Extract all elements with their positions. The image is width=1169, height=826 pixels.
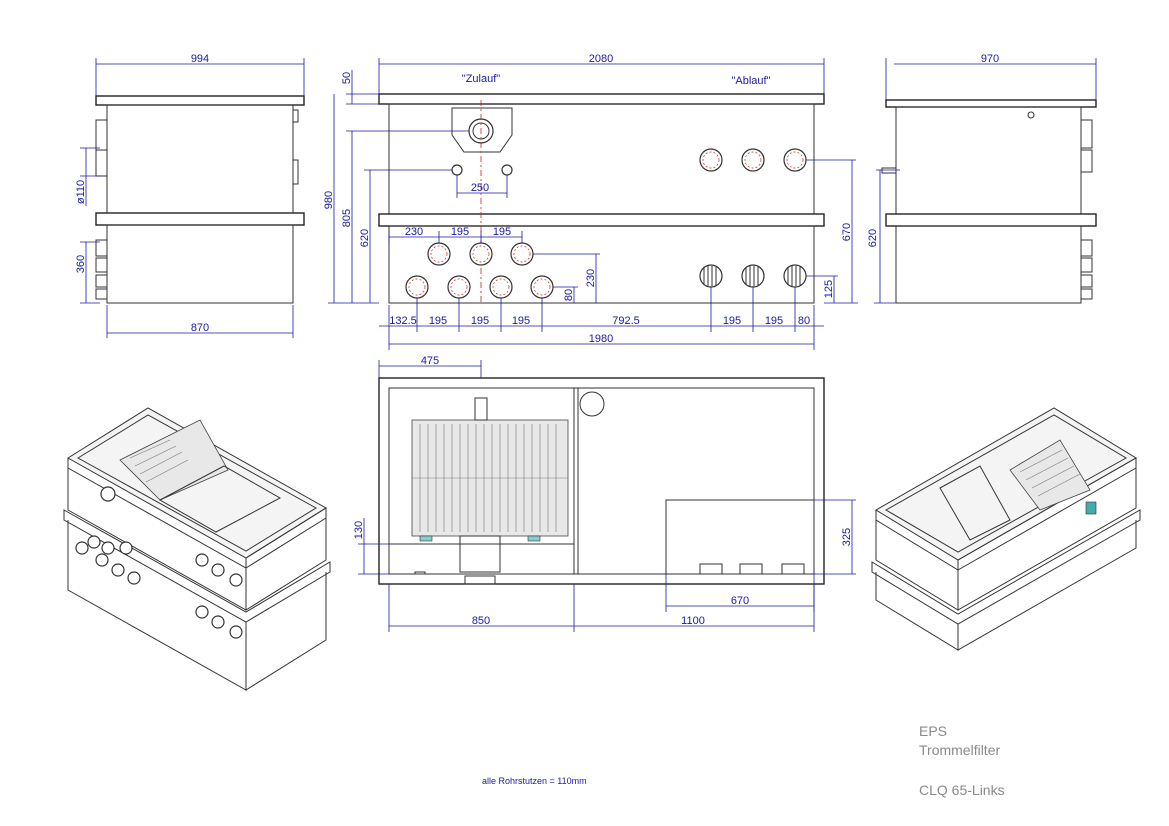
dim-110: ø110: [75, 180, 87, 204]
title-line-1: EPS: [919, 723, 948, 739]
dim-325: 325: [841, 528, 853, 546]
dim-805: 805: [341, 209, 353, 227]
dim-250: 250: [471, 182, 489, 194]
left-side-view: 994 ø110 360 870: [75, 53, 305, 338]
dim-360: 360: [75, 255, 87, 273]
chain-195-3: 195: [512, 315, 530, 327]
dim-50: 50: [341, 72, 353, 84]
dim-620-front: 620: [359, 229, 371, 247]
dim-980: 980: [323, 191, 335, 209]
chain-195-4: 195: [723, 315, 741, 327]
section-view: 475 130 325 670 850 1100: [353, 355, 856, 632]
chain-792-5: 792.5: [612, 315, 640, 327]
dim-230-v: 230: [585, 269, 597, 287]
dim-670-sec: 670: [731, 595, 749, 607]
title-line-3: CLQ 65-Links: [919, 782, 1005, 798]
dim-870: 870: [191, 322, 209, 334]
iso-view-left: [63, 407, 331, 691]
dim-130: 130: [353, 521, 365, 539]
dim-2080: 2080: [589, 53, 613, 65]
dim-125: 125: [823, 280, 835, 298]
inlet-label: "Zulauf": [462, 73, 500, 85]
dim-475: 475: [421, 355, 439, 367]
pipe-note: alle Rohrstutzen = 110mm: [482, 776, 587, 786]
iso-view-right: [871, 407, 1141, 651]
dim-620-right: 620: [867, 229, 879, 247]
chain-195-5: 195: [765, 315, 783, 327]
dim-670-v: 670: [841, 223, 853, 241]
dim-970: 970: [981, 53, 999, 65]
chain-195-2: 195: [471, 315, 489, 327]
dim-1980: 1980: [589, 333, 613, 345]
dim-195-b: 195: [493, 226, 511, 238]
chain-195-1: 195: [429, 315, 447, 327]
chain-80: 80: [798, 315, 810, 327]
dim-850: 850: [472, 615, 490, 627]
chain-132-5: 132.5: [389, 315, 417, 327]
title-line-2: Trommelfilter: [919, 742, 1001, 758]
outlet-label: "Ablauf": [732, 75, 771, 87]
dim-230-h: 230: [405, 226, 423, 238]
dim-195-a: 195: [451, 226, 469, 238]
dim-80-v: 80: [563, 289, 575, 301]
right-side-view: 970 620: [867, 53, 1097, 304]
front-view: 2080 "Zulauf" "Ablauf" 50 980 805 620 25…: [323, 53, 858, 350]
dim-1100: 1100: [681, 615, 705, 627]
dim-994: 994: [191, 53, 209, 65]
